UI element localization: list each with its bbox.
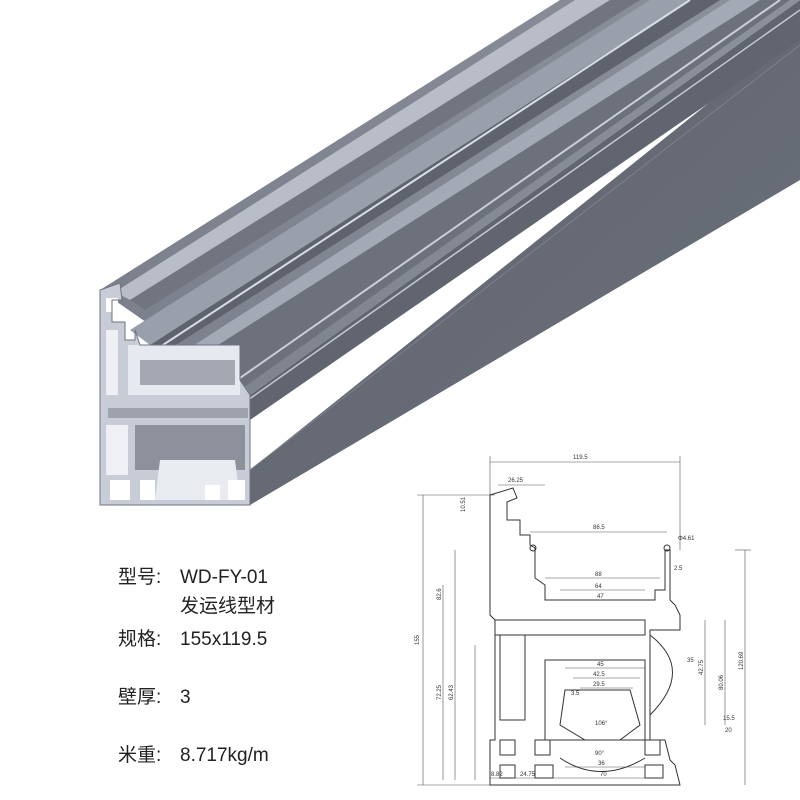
dim-right-height: 120.69 <box>739 651 745 670</box>
spec-weight: 米重: 8.717kg/m <box>118 740 269 767</box>
spec-wall: 壁厚: 3 <box>118 682 191 709</box>
profile-3d-render <box>99 0 800 506</box>
dim-82-6: 82.6 <box>437 588 443 600</box>
dim-45: 45 <box>597 662 604 668</box>
dim-106-deg: 106° <box>595 721 608 727</box>
wall-label: 壁厚: <box>118 687 162 708</box>
dim-overall-height: 155 <box>415 634 421 645</box>
dimension-labels: 119.5 26.25 86.5 Φ4.61 88 64 47 45 42.5 … <box>415 455 745 778</box>
size-label: 规格: <box>118 629 162 650</box>
extrusion-body <box>99 0 800 506</box>
dim-35: 35 <box>687 658 694 664</box>
model-name: 发运线型材 <box>180 596 276 617</box>
dim-overall-width: 119.5 <box>573 455 588 461</box>
weight-label: 米重: <box>118 745 162 766</box>
dim-70: 70 <box>600 772 607 778</box>
dim-top-inner: 86.5 <box>593 525 605 531</box>
dim-47: 47 <box>597 594 604 600</box>
dim-90-deg: 90° <box>595 751 605 757</box>
dim-hole-dia: Φ4.61 <box>678 536 695 542</box>
spec-model: 型号: WD-FY-01 发运线型材 <box>118 562 275 618</box>
dim-72-25: 72.25 <box>437 684 443 700</box>
cross-section-drawing: 119.5 26.25 86.5 Φ4.61 88 64 47 45 42.5 … <box>415 455 751 786</box>
dim-20: 20 <box>725 728 732 734</box>
dim-24-75: 24.75 <box>520 772 536 778</box>
size-value: 155x119.5 <box>180 629 268 650</box>
dim-8-82: 8.82 <box>491 772 503 778</box>
weight-value: 8.717kg/m <box>180 745 269 766</box>
dim-88: 88 <box>595 572 602 578</box>
spec-size: 规格: 155x119.5 <box>118 624 267 651</box>
dim-42-5: 42.5 <box>593 672 605 678</box>
dim-2-5: 2.5 <box>674 566 683 572</box>
dim-15-5: 15.5 <box>723 716 735 722</box>
dim-top-slot: 26.25 <box>508 478 524 484</box>
dim-62-43: 62.43 <box>449 684 455 700</box>
wall-value: 3 <box>180 687 191 708</box>
model-value: WD-FY-01 <box>180 567 268 588</box>
dim-3-5: 3.5 <box>571 691 580 697</box>
dim-36: 36 <box>598 761 605 767</box>
dim-42-75: 42.75 <box>699 659 705 675</box>
dim-80-06: 80.06 <box>719 674 725 690</box>
dim-29-5: 29.5 <box>593 682 605 688</box>
dim-64: 64 <box>595 584 602 590</box>
model-label: 型号: <box>118 567 162 588</box>
profile-outline <box>489 487 681 786</box>
dim-10-51: 10.51 <box>461 496 467 512</box>
